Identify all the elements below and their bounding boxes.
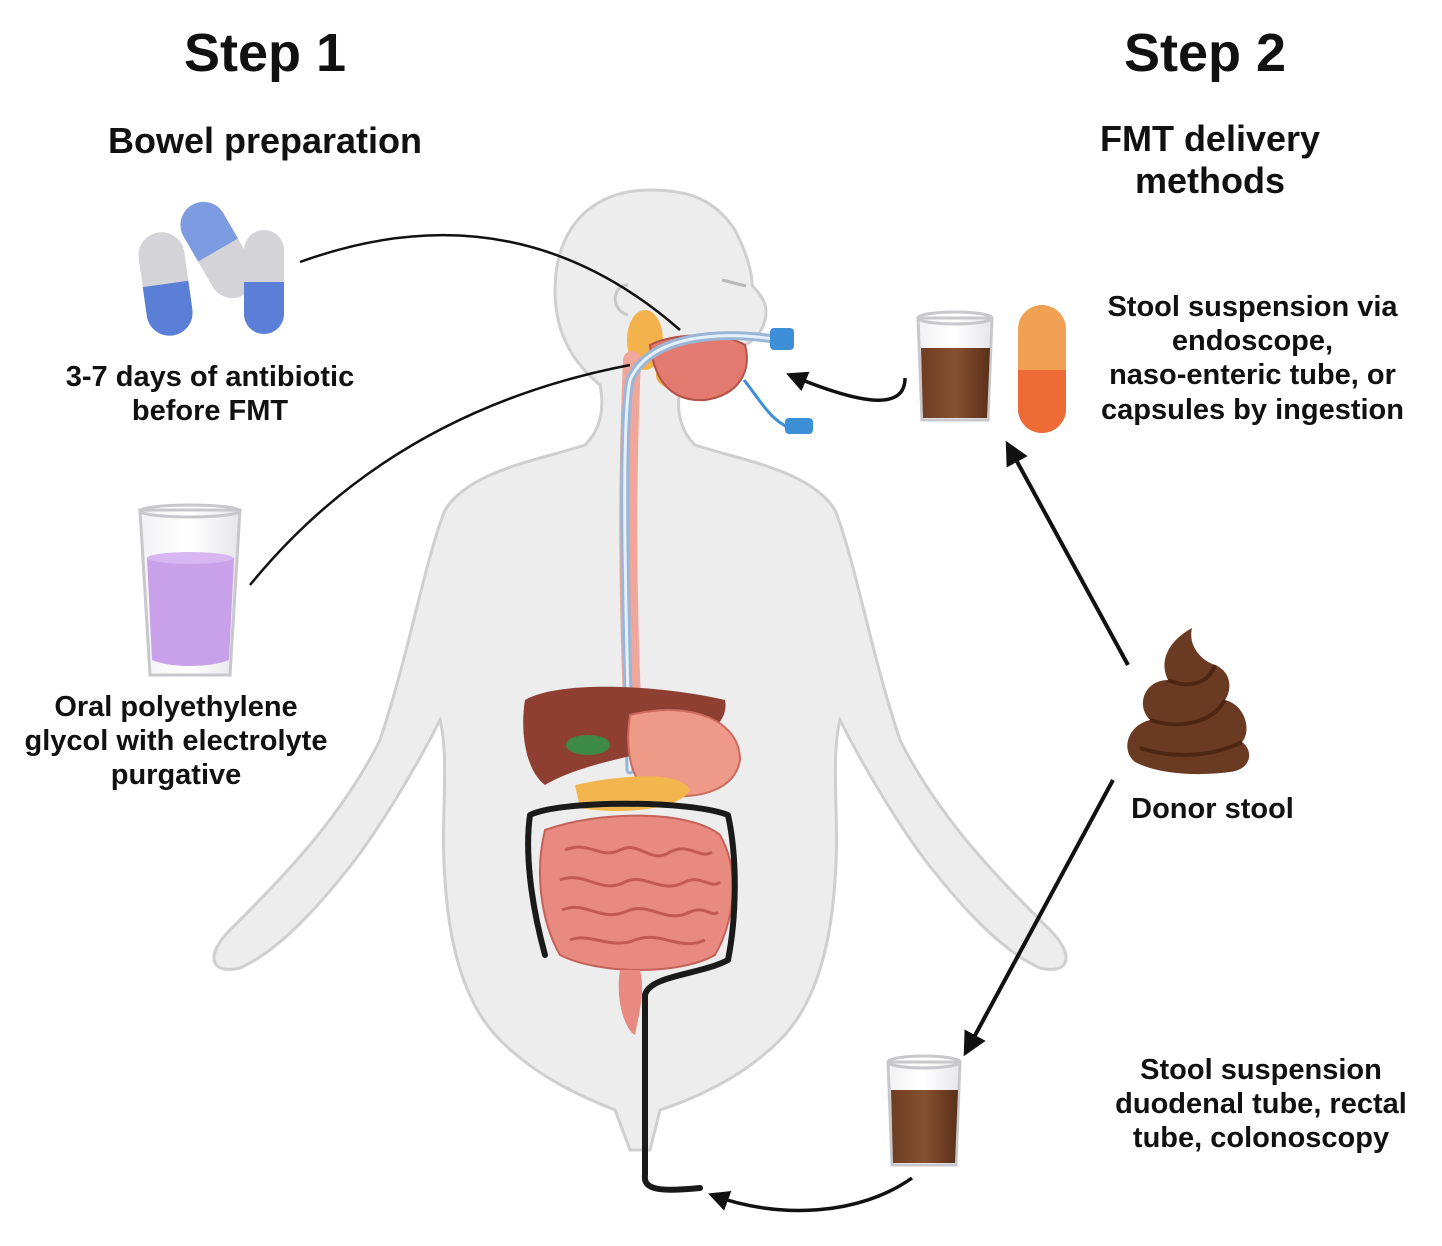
arrow-to-mouth bbox=[786, 371, 907, 402]
lower-delivery-line-1: Stool suspension bbox=[1140, 1054, 1382, 1086]
stool-suspension-glass-upper bbox=[916, 310, 994, 422]
peg-label-line-1: Oral polyethylene bbox=[54, 691, 298, 723]
peg-glass-icon bbox=[138, 503, 242, 677]
antibiotic-capsules-icon bbox=[138, 201, 284, 336]
eye-line bbox=[721, 278, 747, 288]
upper-delivery-label: Stool suspension via endoscope, naso-ent… bbox=[1080, 290, 1425, 427]
stool-suspension-glass-lower bbox=[886, 1054, 962, 1167]
upper-delivery-line-2: endoscope, bbox=[1171, 325, 1334, 358]
antibiotic-label-line-2: before FMT bbox=[131, 395, 289, 428]
arrow-donor-to-lower bbox=[963, 779, 1115, 1057]
antibiotic-label-line-1: 3-7 days of antibiotic bbox=[65, 361, 355, 393]
cuff-line bbox=[742, 379, 791, 430]
orange-capsule-icon bbox=[1018, 305, 1066, 433]
step2-subtitle: FMT delivery methods bbox=[1030, 118, 1390, 203]
donor-stool-icon bbox=[1127, 628, 1250, 775]
upper-delivery-line-3: naso-enteric tube, or bbox=[1109, 359, 1396, 392]
lower-delivery-line-3: tube, colonoscopy bbox=[1132, 1122, 1390, 1155]
peg-label-line-3: purgative bbox=[110, 759, 242, 792]
step1-subtitle: Bowel preparation bbox=[107, 120, 423, 161]
step2-subtitle-line-1: FMT delivery bbox=[1099, 118, 1321, 159]
arrow-donor-to-upper bbox=[1005, 440, 1130, 666]
step2-title: Step 2 bbox=[1123, 23, 1287, 83]
upper-delivery-line-1: Stool suspension via bbox=[1107, 291, 1398, 323]
peg-label-line-2: glycol with electrolyte bbox=[24, 725, 328, 758]
gallbladder bbox=[566, 735, 610, 755]
cuff-connector bbox=[785, 418, 813, 434]
lower-delivery-label: Stool suspension duodenal tube, rectal t… bbox=[1085, 1053, 1437, 1156]
intestine-loops bbox=[559, 845, 722, 946]
human-body-illustration bbox=[212, 188, 1068, 1193]
stomach bbox=[627, 709, 742, 798]
lower-delivery-line-2: duodenal tube, rectal bbox=[1115, 1088, 1407, 1121]
ear-outline bbox=[613, 283, 629, 317]
donor-stool-label: Donor stool bbox=[1131, 793, 1294, 825]
peg-label: Oral polyethylene glycol with electrolyt… bbox=[0, 690, 352, 793]
antibiotic-label: 3-7 days of antibiotic before FMT bbox=[20, 360, 400, 428]
step2-subtitle-line-2: methods bbox=[1134, 160, 1285, 202]
rectum bbox=[618, 970, 643, 1035]
body-silhouette bbox=[212, 188, 1068, 1152]
peg-connector bbox=[249, 363, 631, 586]
arrow-to-rectal bbox=[708, 1176, 914, 1213]
upper-delivery-line-4: capsules by ingestion bbox=[1101, 393, 1404, 426]
tube-connector bbox=[770, 328, 794, 350]
step1-title: Step 1 bbox=[183, 23, 347, 83]
antibiotic-connector bbox=[299, 233, 681, 331]
small-intestine bbox=[539, 814, 734, 971]
colonoscope-path bbox=[525, 800, 738, 1193]
